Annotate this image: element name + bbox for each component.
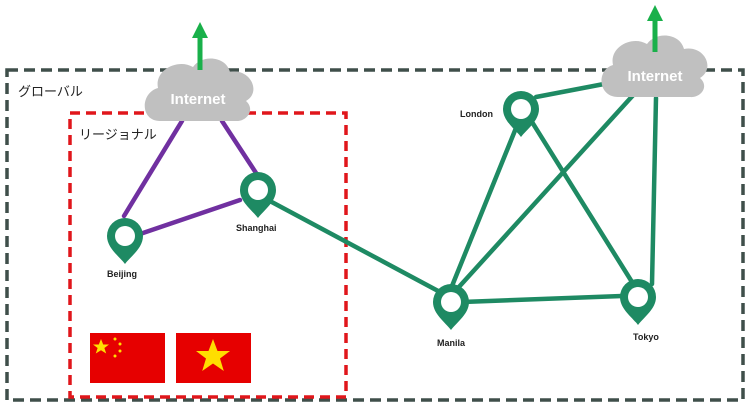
link-manila-cloud [455,89,639,291]
link-cloud-shanghai [219,118,261,179]
link-cloud-beijing [121,118,185,219]
link-manila-tokyo [459,293,625,305]
regional-links [121,118,261,237]
pin-shanghai [240,172,276,218]
link-london-cloud [533,81,607,100]
cloud-icon [601,35,708,98]
city-label-manila: Manila [437,338,466,348]
global-label: グローバル [18,85,83,100]
link-manila-london [449,125,519,289]
pin-tokyo [620,279,656,325]
city-label-london: London [460,109,493,119]
internet-label: Internet [170,91,225,108]
internet-cloud-regional: Internet [144,22,254,122]
china-flag [90,333,165,383]
upload-arrow-icon [647,5,663,52]
star-icon [196,339,230,371]
upload-arrow-icon [192,22,208,70]
link-shanghai-manila [265,197,443,295]
cloud-icon [144,58,254,122]
internet-cloud-global: Internet [601,5,708,98]
regional-label: リージョナル [79,128,157,143]
global-boundary [5,68,745,402]
pin-manila [433,284,469,330]
pin-beijing [107,218,143,264]
city-label-shanghai: Shanghai [236,223,277,233]
link-cloud-tokyo [649,95,659,287]
pin-london [503,91,539,137]
city-label-beijing: Beijing [107,269,138,279]
internet-label: Internet [627,68,682,85]
global-links [265,81,659,305]
vietnam-flag [176,333,251,383]
link-london-tokyo [529,119,635,285]
star-icon [93,339,109,354]
city-label-tokyo: Tokyo [633,332,659,342]
link-beijing-shanghai [137,197,243,237]
